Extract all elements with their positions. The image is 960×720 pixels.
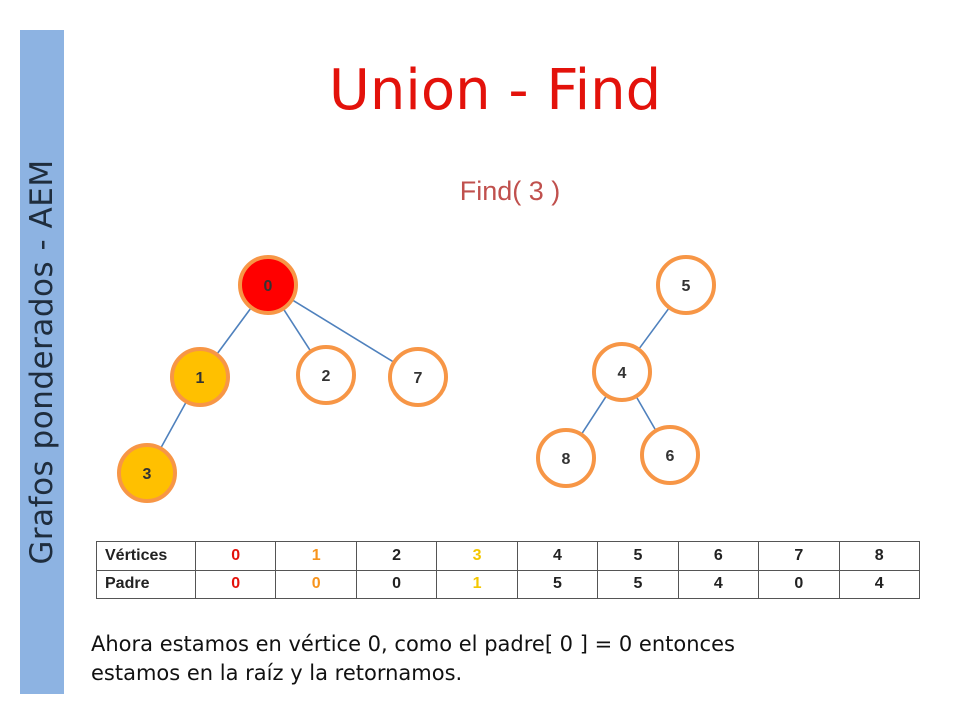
vertex-cell: 0 (194, 541, 277, 571)
parent-cell: 1 (436, 569, 518, 599)
edge-0-2 (282, 308, 312, 352)
vertex-cell: 8 (838, 541, 920, 571)
node-3: 3 (117, 443, 177, 503)
node-2: 2 (296, 345, 356, 405)
node-label: 8 (562, 451, 571, 468)
vertex-cell: 3 (436, 541, 518, 571)
parent-cell: 4 (677, 569, 760, 599)
node-4: 4 (592, 342, 652, 402)
node-circle (170, 347, 230, 407)
vertex-cell: 4 (516, 541, 599, 571)
explanation-text: Ahora estamos en vértice 0, como el padr… (91, 630, 931, 688)
sidebar-band (20, 30, 64, 694)
edge-5-4 (637, 307, 671, 350)
explanation-line-2: estamos en la raíz y la retornamos. (91, 661, 463, 685)
node-label: 7 (414, 370, 423, 387)
node-6: 6 (640, 425, 700, 485)
vertices-row: Vértices 0 1 2 3 4 5 6 7 8 (96, 541, 920, 571)
parent-cell: 5 (597, 569, 679, 599)
node-circle (656, 255, 716, 315)
vertex-cell: 1 (275, 541, 357, 571)
parents-row: Padre 0 0 0 1 5 5 4 0 4 (96, 569, 920, 599)
node-circle (117, 443, 177, 503)
parent-cell: 0 (355, 569, 438, 599)
node-circle (592, 342, 652, 402)
parent-cell: 0 (194, 569, 277, 599)
vertices-header: Vértices (96, 541, 196, 571)
node-circle (640, 425, 700, 485)
explanation-line-1: Ahora estamos en vértice 0, como el padr… (91, 632, 735, 656)
node-circle (536, 428, 596, 488)
parent-cell: 0 (758, 569, 840, 599)
node-circle (388, 347, 448, 407)
parent-cell: 5 (516, 569, 599, 599)
parents-header: Padre (96, 569, 196, 599)
parent-cell: 4 (838, 569, 920, 599)
parent-array-table: Vértices 0 1 2 3 4 5 6 7 8 Padre 0 0 0 1… (96, 541, 920, 599)
node-5: 5 (656, 255, 716, 315)
vertex-cell: 7 (758, 541, 840, 571)
node-circle (296, 345, 356, 405)
node-7: 7 (388, 347, 448, 407)
node-8: 8 (536, 428, 596, 488)
node-0: 0 (238, 255, 298, 315)
node-label: 0 (264, 278, 273, 295)
slide-title: Union - Find (328, 58, 662, 123)
vertex-cell: 6 (677, 541, 760, 571)
node-label: 4 (618, 365, 627, 382)
edge-1-3 (159, 401, 188, 449)
edge-0-1 (215, 307, 253, 355)
edge-4-6 (635, 395, 657, 432)
parent-cell: 0 (275, 569, 357, 599)
node-label: 1 (196, 370, 205, 387)
vertex-cell: 2 (355, 541, 438, 571)
node-circle (238, 255, 298, 315)
vertex-cell: 5 (597, 541, 679, 571)
node-label: 3 (143, 466, 152, 483)
edge-0-7 (291, 298, 395, 364)
node-1: 1 (170, 347, 230, 407)
edge-4-8 (580, 395, 608, 435)
node-label: 6 (666, 448, 675, 465)
slide-subtitle: Find( 3 ) (459, 176, 561, 206)
edges-layer (159, 298, 671, 449)
node-label: 5 (682, 278, 691, 295)
nodes-layer: 0 1 2 7 3 5 4 8 6 (117, 255, 716, 503)
node-label: 2 (322, 368, 331, 385)
